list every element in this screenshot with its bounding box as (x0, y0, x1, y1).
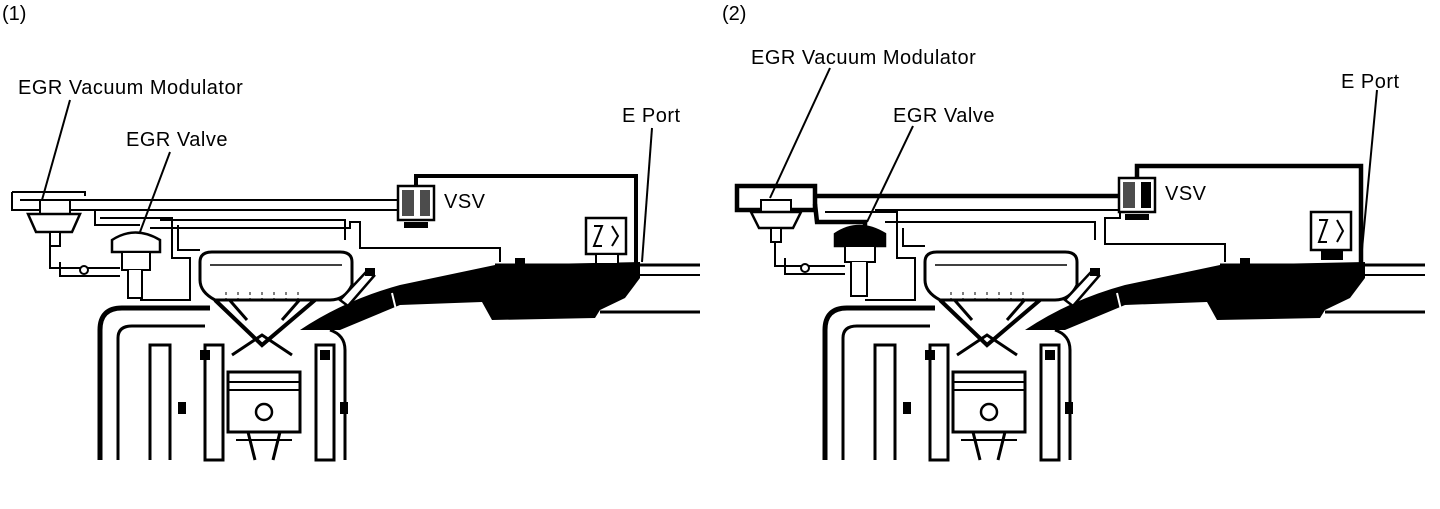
vsv-label-2: VSV (1165, 183, 1207, 205)
e-port-label-2: E Port (1341, 71, 1400, 93)
vsv-label: VSV (444, 191, 486, 213)
active-vacuum-lines (734, 163, 1364, 265)
e-port-vacuum-line (414, 174, 638, 265)
throttle-body (584, 216, 628, 265)
panel-2: (2) (722, 3, 1425, 460)
egr-vacuum-modulator-2 (748, 199, 804, 243)
vsv-valve-2 (1117, 176, 1157, 220)
egr-valve-label-2: EGR Valve (893, 105, 995, 127)
egr-valve-label: EGR Valve (126, 129, 228, 151)
vsv-valve (396, 184, 436, 228)
leader-lines-2 (769, 67, 1378, 261)
e-port-label: E Port (622, 105, 681, 127)
panel-2-number: (2) (722, 3, 746, 25)
panel-1-number: (1) (2, 3, 26, 25)
egr-valve (79, 231, 162, 299)
panel-1: (1) (2, 3, 700, 460)
egr-valve-2 (800, 224, 887, 297)
leader-lines (41, 99, 653, 263)
vacuum-hoses (11, 191, 501, 301)
vacuum-modulator-label-2: EGR Vacuum Modulator (751, 47, 976, 69)
egr-vacuum-modulator (26, 199, 82, 247)
vacuum-modulator-label: EGR Vacuum Modulator (18, 77, 243, 99)
throttle-body-2 (1309, 210, 1353, 260)
